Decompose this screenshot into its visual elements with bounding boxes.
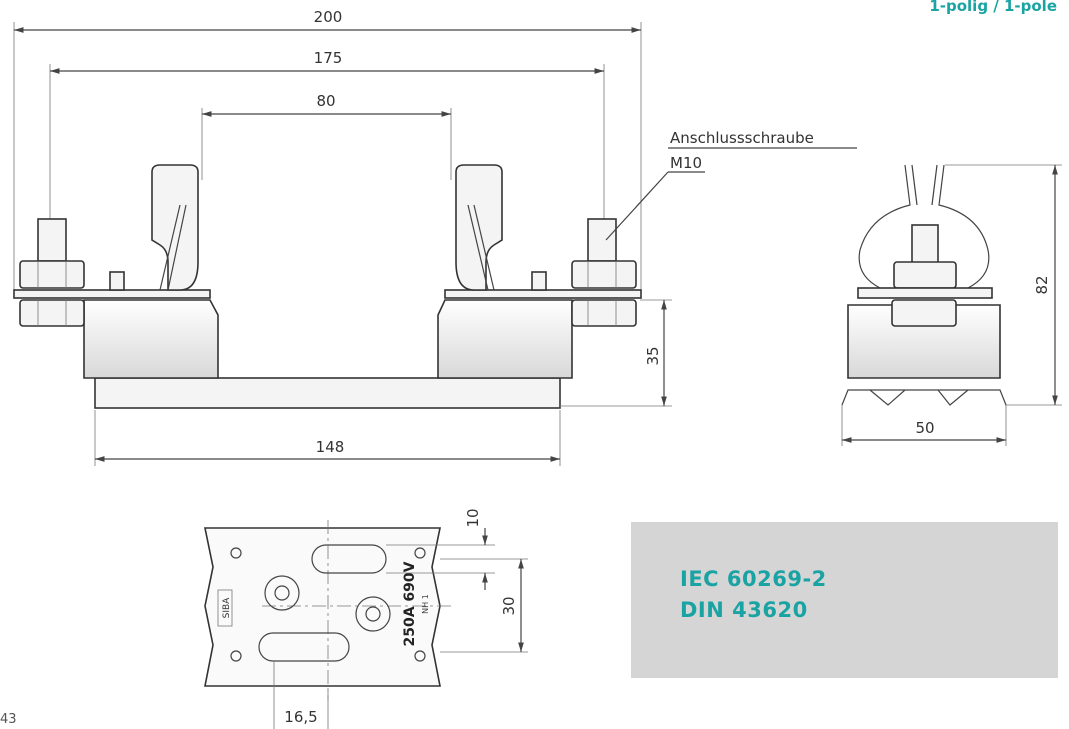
- dimension-offset: 16,5: [273, 661, 329, 729]
- slot-bottom: [258, 632, 350, 662]
- boss-left-outer: [264, 575, 300, 611]
- screw-callout: Anschlussschraube M10: [605, 129, 857, 241]
- dimension-base-height-value: 35: [644, 346, 662, 365]
- dimension-inner-width-value: 80: [316, 92, 335, 110]
- dimension-overall-width: 200: [13, 8, 642, 290]
- dimension-contact-spacing-value: 175: [314, 49, 343, 67]
- dimension-hole-spacing-value: 30: [500, 596, 518, 615]
- bottom-view: SIBA 250A 690V NH 1 10 30 16,5: [204, 508, 528, 729]
- side-view: 82 50: [841, 164, 1062, 446]
- dimension-side-width: 50: [841, 405, 1007, 446]
- side-nut-top: [893, 261, 957, 289]
- side-contact-bar: [857, 287, 993, 299]
- bottom-plate: [204, 527, 441, 687]
- brand-marking: SIBA: [222, 597, 232, 619]
- dimension-inner-width: 80: [201, 92, 452, 180]
- dimension-slot: 10: [386, 508, 495, 590]
- mount-hole-bottom-right: [414, 650, 426, 662]
- dimension-base-length-value: 148: [316, 438, 345, 456]
- screw-size: M10: [670, 154, 702, 172]
- dimension-slot-value: 10: [464, 508, 482, 527]
- dimension-offset-value: 16,5: [284, 708, 317, 726]
- standard-iec: IEC 60269-2: [680, 567, 827, 591]
- terminal-bolt-right: [571, 218, 637, 327]
- side-base-plate: [841, 389, 1007, 406]
- pole-count-label: 1-polig / 1-pole: [929, 0, 1057, 15]
- base-plate: [94, 377, 561, 409]
- clip-screw-left: [109, 271, 125, 291]
- side-nut-bottom: [891, 299, 957, 327]
- insulator-block-right: [437, 299, 573, 379]
- brand-marking-frame: [217, 589, 233, 627]
- dimension-side-width-value: 50: [915, 419, 934, 437]
- insulator-block-left: [83, 299, 219, 379]
- dimension-base-height: 35: [560, 299, 672, 407]
- clip-screw-right: [531, 271, 547, 291]
- screw-label: Anschlussschraube: [670, 129, 814, 147]
- contact-bar-right: [444, 289, 642, 299]
- terminal-bolt-left: [19, 218, 85, 327]
- mount-hole-top-left: [230, 547, 242, 559]
- standards-panel: IEC 60269-2 DIN 43620: [631, 522, 1058, 678]
- boss-right-outer: [355, 596, 391, 632]
- boss-left-inner: [274, 585, 290, 601]
- size-marking: NH 1: [421, 594, 430, 614]
- mount-hole-bottom-left: [230, 650, 242, 662]
- dimension-hole-spacing: 30: [440, 558, 528, 653]
- dimension-side-height: 82: [945, 164, 1062, 406]
- slot-top: [311, 544, 387, 574]
- mount-hole-top-right: [414, 547, 426, 559]
- page-number: 43: [0, 712, 17, 727]
- spring-clip-right: [455, 164, 547, 291]
- standard-din: DIN 43620: [680, 598, 808, 622]
- side-clip-left: [858, 164, 911, 289]
- contact-bar-left: [13, 289, 211, 299]
- dimension-base-length: 148: [94, 410, 561, 466]
- dimension-contact-spacing: 175: [49, 49, 605, 230]
- spring-clip-left: [109, 164, 199, 291]
- boss-right-inner: [365, 606, 381, 622]
- rating-marking: 250A 690V: [402, 561, 418, 646]
- front-view: 200 175 80: [13, 8, 857, 466]
- side-bolt: [911, 224, 939, 264]
- dimension-overall-width-value: 200: [314, 8, 343, 26]
- dimension-side-height-value: 82: [1033, 275, 1051, 294]
- side-clip-right: [938, 164, 990, 289]
